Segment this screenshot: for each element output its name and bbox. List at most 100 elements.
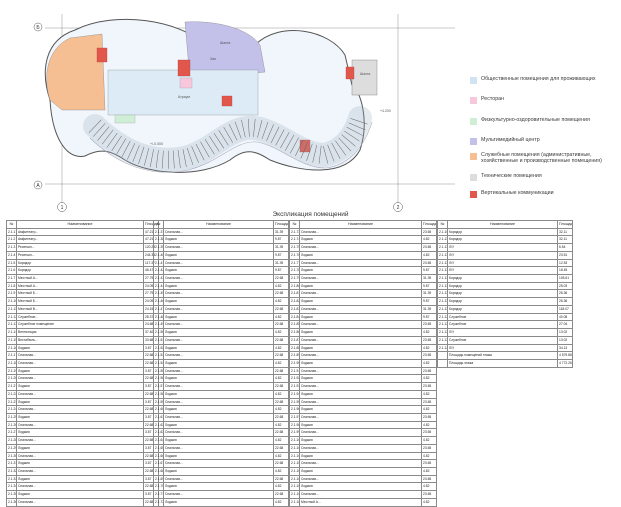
zone-fitness (114, 114, 136, 124)
explication-table: № Наименование Площадь 2.1.73Спальная...… (289, 220, 437, 507)
legend-label: Ресторан (481, 96, 505, 102)
header-num: № (153, 220, 164, 229)
header-name: Наименование (163, 220, 274, 229)
cell-name: Спальная... (163, 274, 274, 283)
cell-name: Л/У (447, 343, 558, 353)
cell-area: 32.11 (557, 227, 573, 237)
cell-name: Спальная... (16, 351, 144, 360)
cell-num: 2.1.18 (6, 358, 17, 368)
zone-service (46, 33, 106, 111)
cell-name: Спальная... (16, 451, 144, 461)
cell-area: 6.54 (557, 243, 573, 252)
cell-area: 105.61 (557, 274, 573, 283)
legend-swatch (470, 138, 477, 145)
cell-name: Коридор (16, 258, 144, 268)
cell-num: 2.1.95 (289, 397, 300, 407)
cell-area: 31.39 (273, 258, 289, 268)
cell-name: Служебное... (16, 312, 144, 322)
table-row: 2.1.104Лоджия4.82 (289, 467, 437, 476)
cell-area: 31.39 (273, 243, 289, 252)
cell-num: 2.1.90 (289, 358, 300, 368)
cell-area: 23.65 (421, 366, 437, 376)
cell-name: Лоджия (163, 467, 274, 476)
cell-area: 23.65 (421, 412, 437, 422)
cell-area: 4.82 (273, 451, 289, 461)
cell-num: 2.1.26 (6, 420, 17, 430)
cell-area: 32.11 (557, 235, 573, 245)
cell-num: 2.1.1 (6, 227, 17, 237)
cell-name: Спальная... (299, 382, 422, 391)
cell-area: 4.82 (421, 497, 437, 507)
cell-name: Спальная... (299, 490, 422, 499)
cell-num: 2.1.42 (153, 266, 164, 276)
cell-name: Лоджия (16, 382, 144, 391)
cell-name: Лоджия (163, 235, 274, 245)
floor-plan: Б А Шахта Шахта Атриум Зал +/-0.000 +4.2… (33, 14, 455, 212)
header-num: № (437, 220, 448, 229)
table-row: 2.1.116Коридор25.03 (437, 281, 573, 291)
cell-num: 2.1.65 (153, 443, 164, 453)
cell-name: Лоджия (299, 451, 422, 461)
cell-name: Лоджия (16, 366, 144, 376)
cell-name: Спальная... (163, 335, 274, 345)
legend-item: Технические помещения (470, 173, 611, 181)
cell-num: 2.1.53 (153, 351, 164, 360)
cell-area: 31.39 (421, 304, 437, 314)
cell-num: 2.1.114 (437, 266, 448, 276)
cell-area: 4.82 (273, 312, 289, 322)
cell-name: Лоджия (163, 266, 274, 276)
table-row: 2.1.108Местный А...4.82 (289, 497, 437, 507)
cell-name: Спальная... (299, 335, 422, 345)
cell-area: 22.68 (273, 490, 289, 499)
cell-area: 9.87 (421, 297, 437, 306)
cell-num: 2.1.48 (153, 312, 164, 322)
cell-area: 22.68 (273, 335, 289, 345)
cell-name: Лоджия (16, 412, 144, 422)
cell-num: 2.1.12 (6, 312, 17, 322)
cell-num: 2.1.36 (6, 497, 17, 507)
header-area: Площадь (557, 220, 573, 229)
cell-area: 13.02 (557, 328, 573, 337)
legend-swatch (470, 153, 477, 160)
cell-name: Спальная... (163, 304, 274, 314)
room-label: +/-0.000 (150, 142, 163, 146)
cell-num: 2.1.74 (289, 235, 300, 245)
cell-num: 2.1.43 (153, 274, 164, 283)
cell-num: 2.1.29 (6, 443, 17, 453)
cell-name: Лоджия (16, 397, 144, 407)
cell-name: Вестибюль... (16, 335, 144, 345)
cell-num: 2.1.92 (289, 374, 300, 384)
table-row: 2.1.122Л/У13.02 (437, 328, 573, 337)
cell-num: 2.1.6 (6, 266, 17, 276)
explication-table: № Наименование Площадь 2.1.37Спальная...… (153, 220, 289, 507)
cell-name: Коридор (447, 281, 558, 291)
cell-name: Лоджия (16, 459, 144, 468)
cell-name: Лоджия (163, 389, 274, 399)
cell-num: 2.1.75 (289, 243, 300, 252)
cell-area: 4.82 (273, 328, 289, 337)
cell-num: 2.1.44 (153, 281, 164, 291)
cell-name: Лоджия (299, 281, 422, 291)
cell-area: 4.82 (273, 374, 289, 384)
cell-num: 2.1.3 (6, 243, 17, 252)
cell-name: Коридор (447, 297, 558, 306)
cell-num: 2.1.37 (153, 227, 164, 237)
